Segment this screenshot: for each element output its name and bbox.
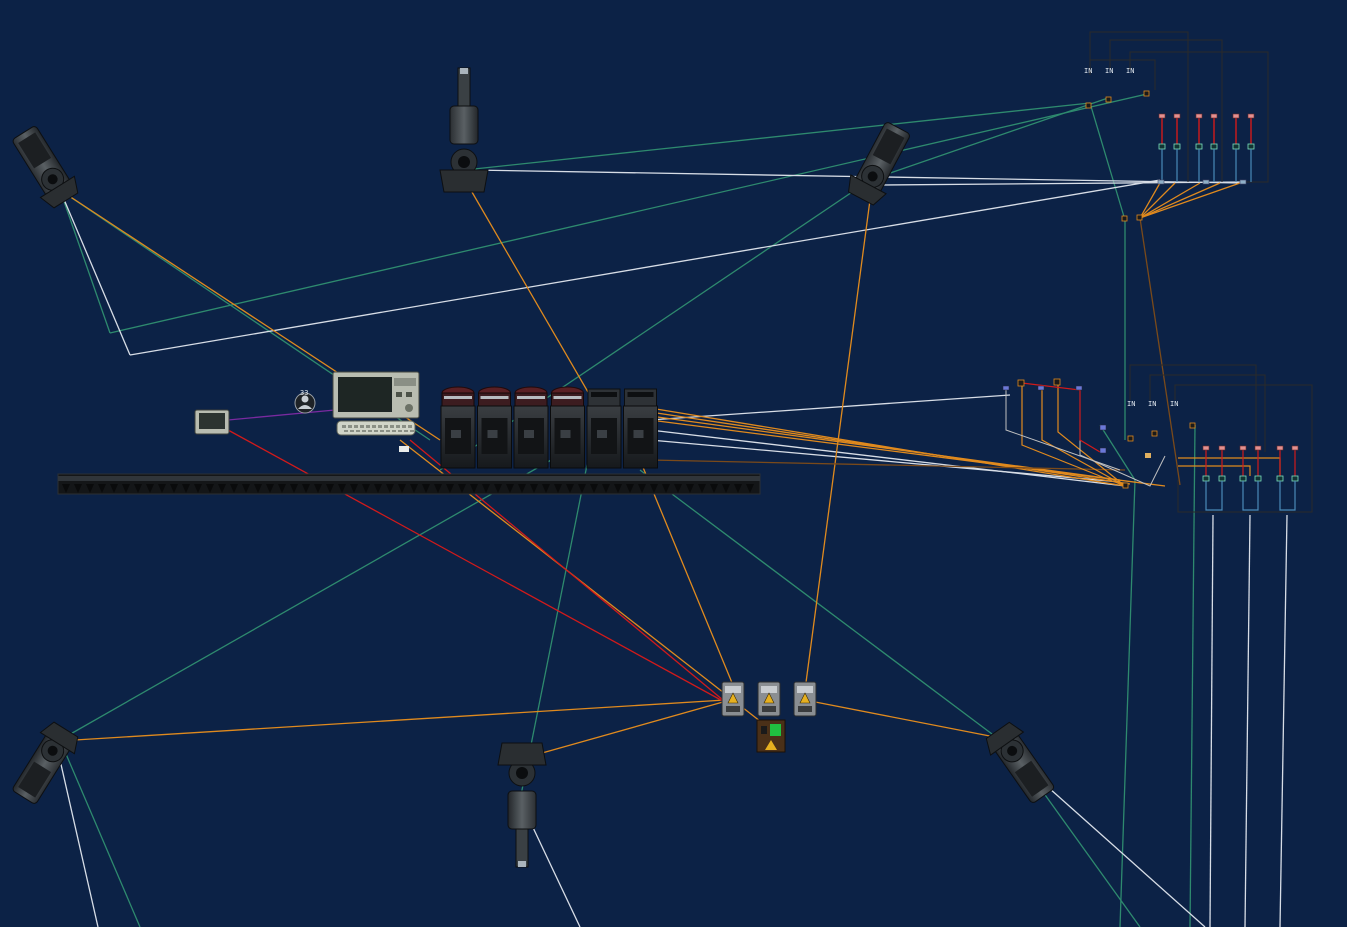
small-monitor-icon[interactable] <box>194 409 230 435</box>
rack-unit[interactable] <box>513 386 549 469</box>
rack-unit[interactable] <box>477 386 512 469</box>
rack-unit[interactable] <box>550 386 585 469</box>
rack-unit[interactable] <box>586 388 622 469</box>
terminal-computer-icon[interactable] <box>332 371 420 452</box>
power-cabinet[interactable] <box>793 681 817 717</box>
logic-circuit-top[interactable] <box>1085 31 1269 222</box>
turret-top-left-icon[interactable] <box>7 122 83 211</box>
crew-avatar-icon[interactable] <box>294 392 316 414</box>
conveyor-belt[interactable] <box>57 473 761 495</box>
power-switch-panel[interactable] <box>756 719 786 753</box>
rack-unit[interactable] <box>440 386 476 469</box>
wire-layer <box>59 93 1288 927</box>
logic-circuit-mid[interactable] <box>1002 364 1313 513</box>
turret-bottom-mid-icon[interactable] <box>497 742 547 868</box>
power-cabinet[interactable] <box>757 681 781 717</box>
turret-bottom-right-icon[interactable] <box>981 719 1060 807</box>
rack-unit[interactable] <box>623 388 658 469</box>
power-junction-icon[interactable] <box>721 681 817 753</box>
server-rack-icon[interactable] <box>440 386 658 469</box>
power-cabinet[interactable] <box>721 681 745 717</box>
turret-top-right-icon[interactable] <box>843 118 916 207</box>
turret-top-mid-icon[interactable] <box>439 67 489 193</box>
turret-bottom-left-icon[interactable] <box>7 719 83 808</box>
